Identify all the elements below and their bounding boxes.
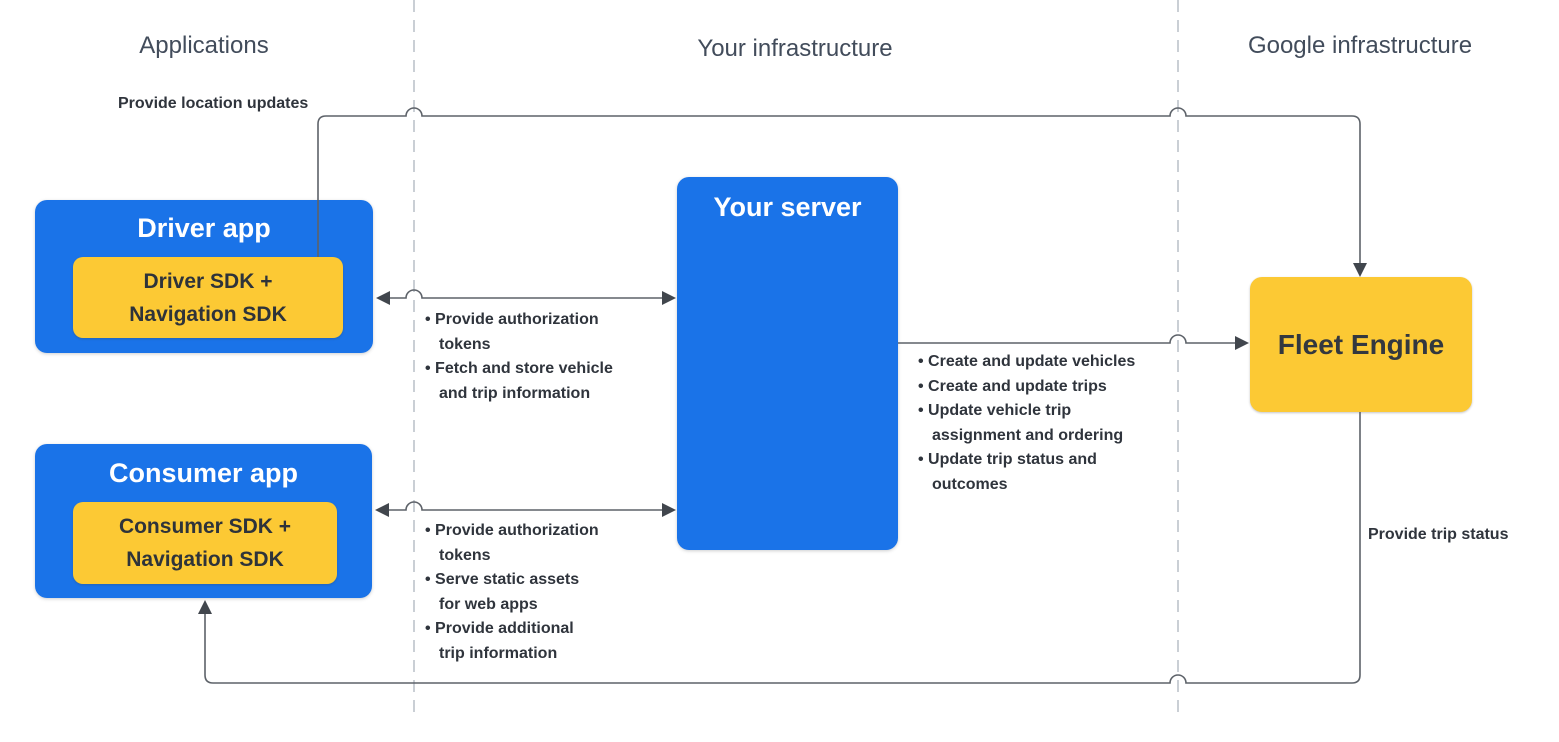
arrowhead-left-consumer-app xyxy=(375,503,389,517)
server-fleet-connector xyxy=(898,334,1241,344)
provide-trip-status-label: Provide trip status xyxy=(1368,526,1509,543)
consumer-server-connector xyxy=(379,501,672,511)
consumer-app-box: Consumer app Consumer SDK + Navigation S… xyxy=(35,444,372,598)
driver-app-title: Driver app xyxy=(137,213,271,243)
arrowhead-up-consumer-app xyxy=(198,600,212,614)
bullet-item: Fetch and store vehicle and trip informa… xyxy=(425,357,665,406)
consumer-sdk-label: Consumer SDK + Navigation SDK xyxy=(118,515,292,571)
driver-server-list: Provide authorization tokensFetch and st… xyxy=(425,308,665,406)
bullet-item: Create and update trips xyxy=(918,375,1183,400)
column-header-applications: Applications xyxy=(139,32,269,59)
bullet-item: Create and update vehicles xyxy=(918,350,1183,375)
arrowhead-down-fleet-engine xyxy=(1353,263,1367,277)
fleet-engine-box: Fleet Engine xyxy=(1250,277,1472,412)
bullet-item: Serve static assets for web apps xyxy=(425,568,665,617)
provide-location-updates-label: Provide location updates xyxy=(118,95,309,112)
driver-sdk-label: Driver SDK + Navigation SDK xyxy=(129,269,287,326)
server-fleet-list: Create and update vehiclesCreate and upd… xyxy=(918,350,1183,497)
fleet-engine-title: Fleet Engine xyxy=(1277,328,1445,360)
driver-sdk-box: Driver SDK + Navigation SDK xyxy=(73,257,343,338)
bullet-item: Update vehicle trip assignment and order… xyxy=(918,399,1183,448)
consumer-app-title: Consumer app xyxy=(108,457,299,488)
arrowhead-right-your-server-bottom xyxy=(662,503,676,517)
consumer-sdk-box: Consumer SDK + Navigation SDK xyxy=(73,502,337,584)
driver-server-connector xyxy=(380,289,672,299)
bullet-item: Provide additional trip information xyxy=(425,617,665,666)
your-server-box: Your server xyxy=(677,177,898,550)
arrowhead-right-your-server-top xyxy=(662,291,676,305)
column-header-your-infrastructure: Your infrastructure xyxy=(697,35,893,62)
your-server-title: Your server xyxy=(713,191,862,222)
bullet-item: Provide authorization tokens xyxy=(425,519,665,568)
arrowhead-right-fleet-engine xyxy=(1235,336,1249,350)
column-header-google-infrastructure: Google infrastructure xyxy=(1247,32,1473,59)
arrowhead-left-driver-app xyxy=(376,291,390,305)
consumer-server-list: Provide authorization tokensServe static… xyxy=(425,519,665,666)
bullet-item: Provide authorization tokens xyxy=(425,308,665,357)
driver-app-box: Driver app Driver SDK + Navigation SDK xyxy=(35,200,373,353)
bullet-item: Update trip status and outcomes xyxy=(918,448,1183,497)
